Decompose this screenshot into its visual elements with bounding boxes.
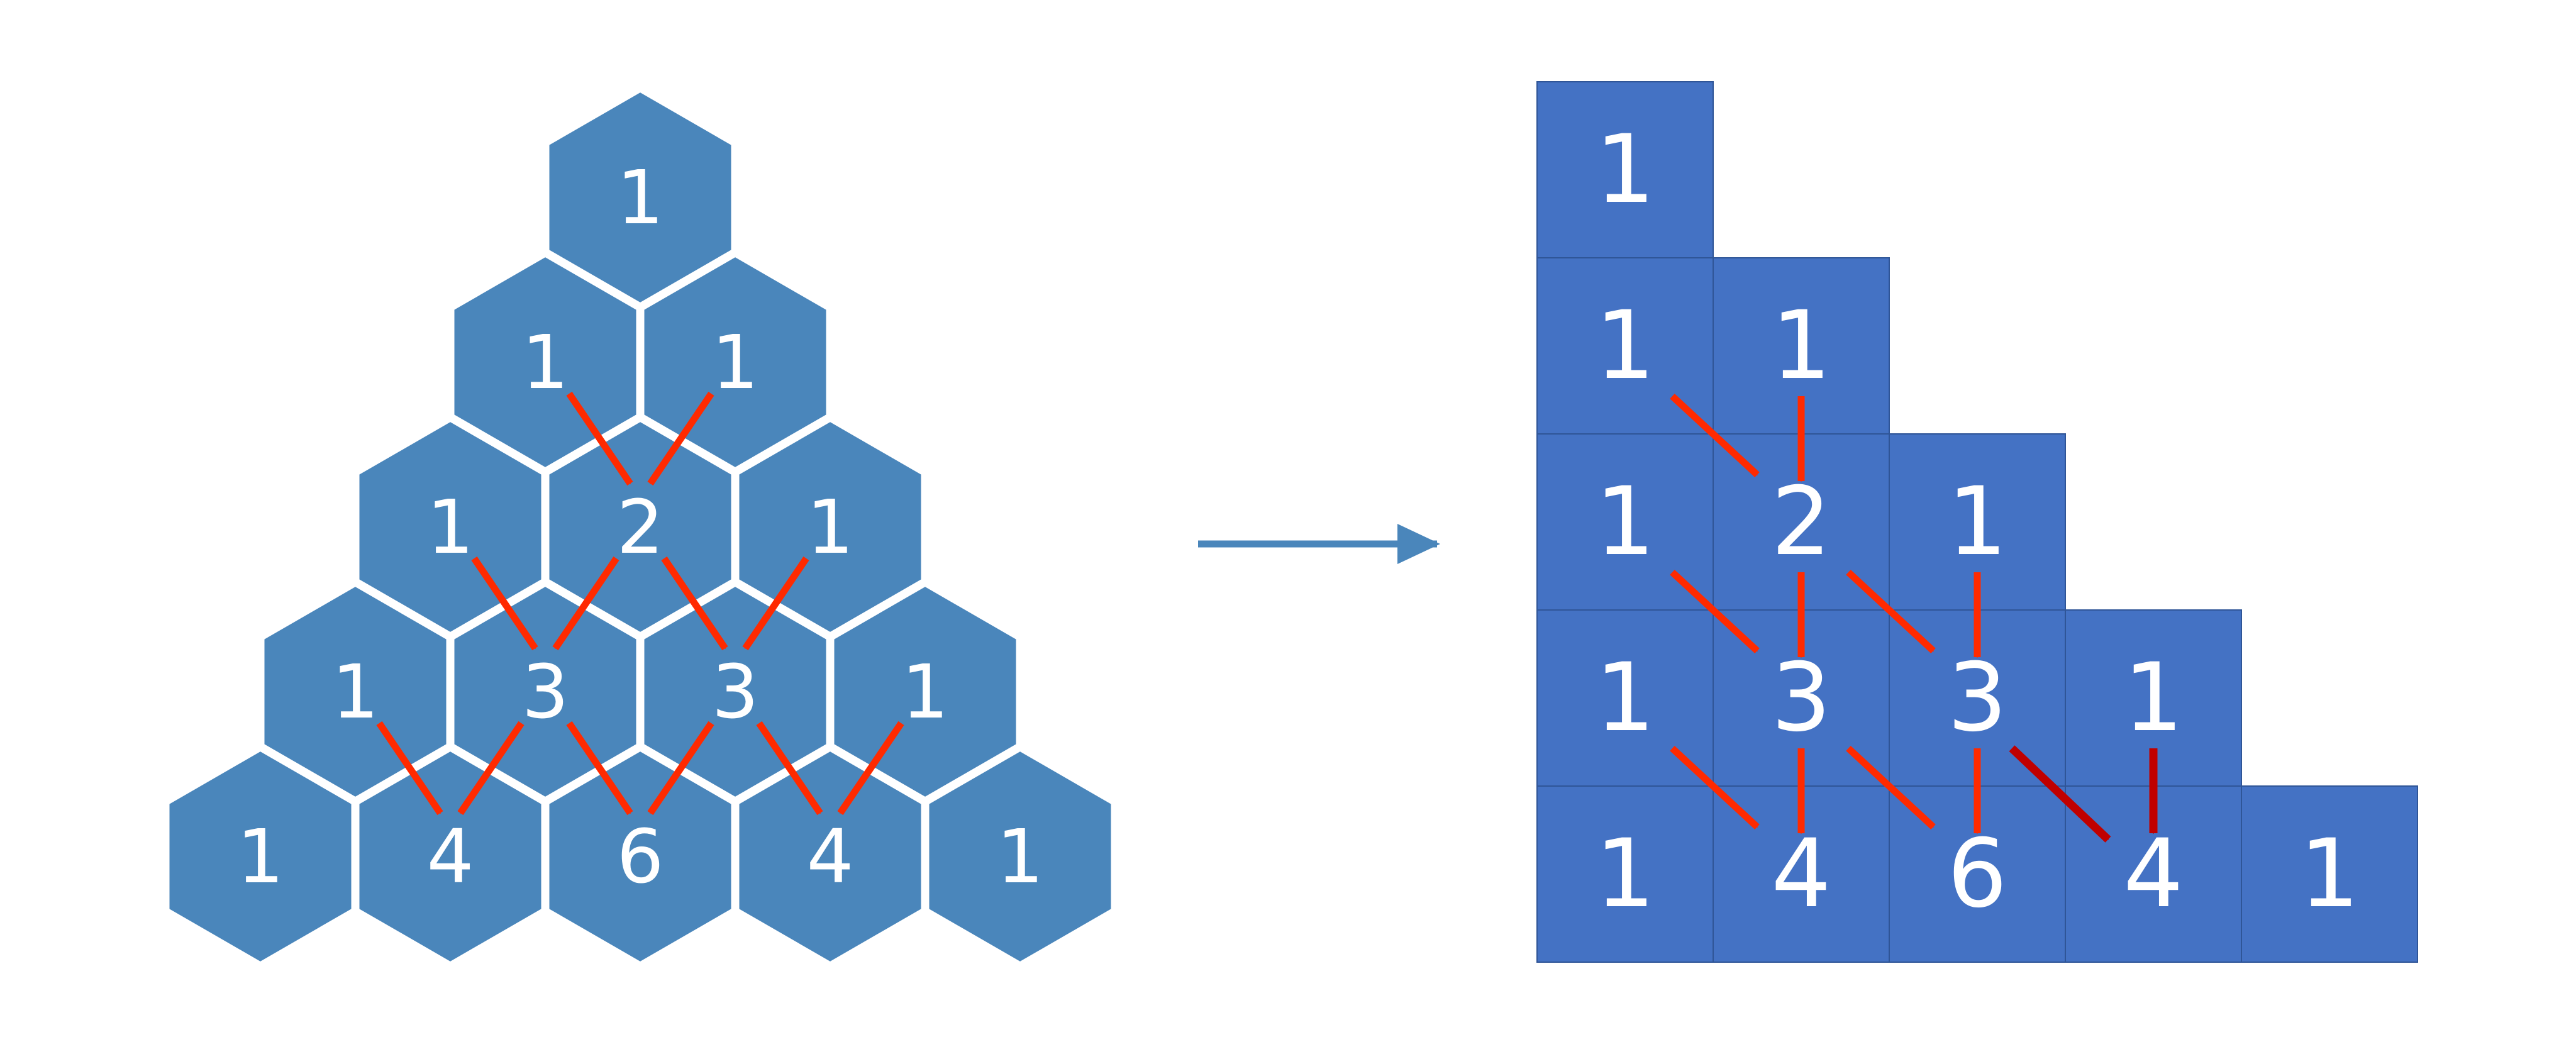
hexagon-value: 4: [426, 813, 474, 900]
addition-arrow: [1670, 745, 1760, 830]
addition-arrow: [647, 721, 714, 816]
addition-arrow: [552, 556, 619, 651]
hexagon-value: 1: [996, 813, 1043, 900]
addition-arrow: [1846, 745, 1936, 830]
addition-arrow: [471, 556, 538, 651]
grid-value: 1: [1771, 291, 1831, 401]
grid-value: 1: [1595, 291, 1655, 401]
addition-arrow: [647, 391, 714, 486]
grid-value: 3: [1947, 643, 2007, 753]
hexagon-cell: [923, 745, 1117, 968]
hexagon-addition-arrows: [376, 391, 904, 816]
grid-value: 1: [1947, 467, 2007, 577]
addition-arrow: [661, 556, 728, 651]
hexagon-value: 2: [616, 484, 663, 570]
hexagon-value: 1: [616, 154, 663, 241]
addition-arrow: [376, 721, 443, 816]
addition-arrow: [837, 721, 904, 816]
addition-arrow: [756, 721, 823, 816]
hexagon-value: 1: [331, 648, 379, 735]
addition-arrow: [566, 391, 633, 486]
grid-value: 1: [1595, 643, 1655, 753]
square-addition-arrows: [1670, 393, 2158, 843]
grid-value: 1: [1595, 467, 1655, 577]
addition-arrow: [742, 556, 809, 651]
hexagon-value: 1: [236, 813, 284, 900]
grid-value: 1: [2123, 643, 2183, 753]
hexagon-value: 1: [901, 648, 948, 735]
addition-arrow: [1670, 569, 1760, 654]
hexagon-value: 3: [521, 648, 569, 735]
hexagon-value: 1: [521, 319, 569, 406]
hexagon-value: 1: [426, 484, 474, 570]
addition-arrow: [457, 721, 525, 816]
grid-value: 3: [1771, 643, 1831, 753]
highlighted-addition-arrow: [2009, 745, 2111, 843]
addition-arrow: [1670, 393, 1760, 478]
grid-cell: [1536, 81, 1714, 258]
addition-arrow: [566, 721, 633, 816]
grid-cell: [2241, 785, 2418, 963]
hexagon-value: 3: [711, 648, 758, 735]
grid-value: 4: [2123, 819, 2183, 929]
grid-value: 1: [2299, 819, 2359, 929]
transform-arrow: [1198, 524, 1440, 564]
grid-value: 6: [1947, 819, 2007, 929]
hexagon-value: 6: [616, 813, 663, 900]
grid-value: 4: [1771, 819, 1831, 929]
grid-value: 2: [1771, 467, 1831, 577]
addition-arrow: [1846, 569, 1936, 654]
hexagon-value: 1: [711, 319, 758, 406]
hexagon-value: 4: [806, 813, 853, 900]
grid-value: 1: [1595, 115, 1655, 224]
grid-cell: [1536, 785, 1714, 963]
grid-value: 1: [1595, 819, 1655, 929]
hexagon-value: 1: [806, 484, 853, 570]
right-arrow-head: [1397, 524, 1440, 564]
